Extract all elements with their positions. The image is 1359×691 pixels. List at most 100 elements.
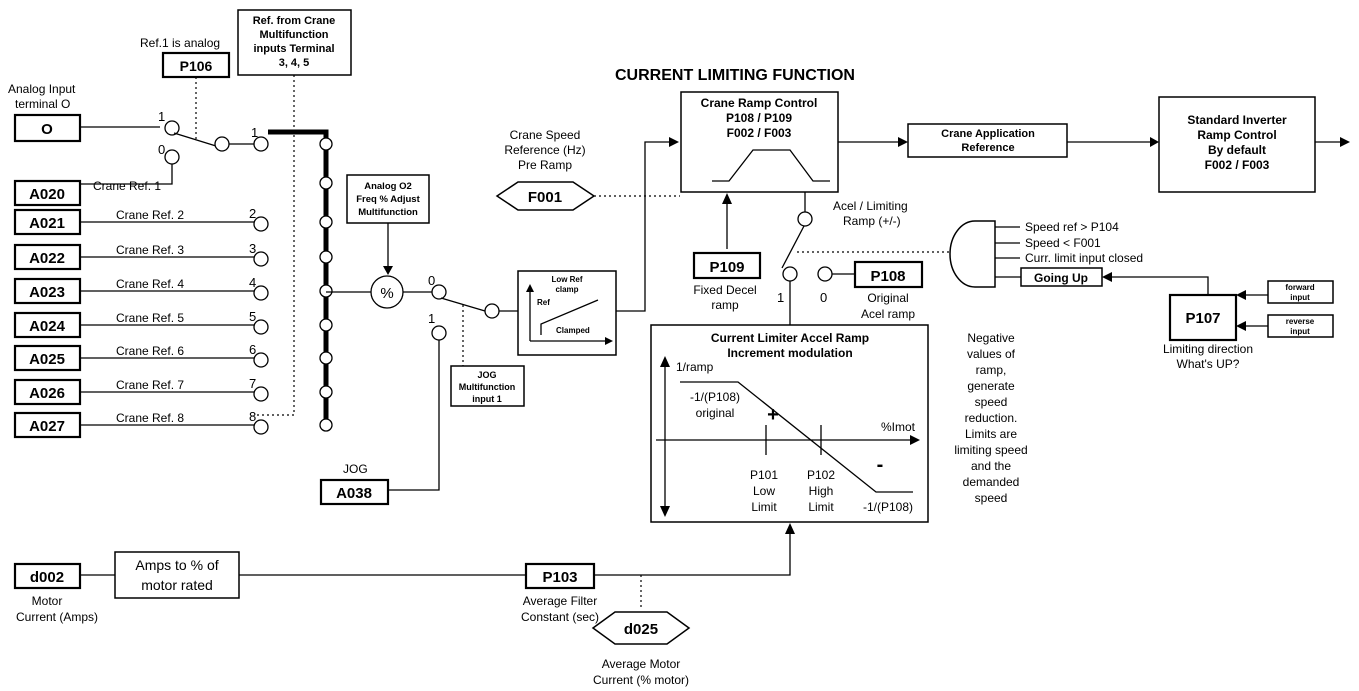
d002-label-1: Motor xyxy=(32,594,63,608)
f001-block: F001 xyxy=(495,181,596,211)
clamp-clamped-label: Clamped xyxy=(556,326,590,335)
switch1-pos0: 0 xyxy=(158,142,165,157)
p107-label-2: What's UP? xyxy=(1177,357,1240,371)
p108-block: P108 xyxy=(853,260,924,289)
p103-label-1: Average Filter xyxy=(523,594,597,608)
crane-speed-line2: Reference (Hz) xyxy=(504,143,585,157)
crane-ref-box-2: A021 xyxy=(29,215,65,232)
p106-note: Ref.1 is analog xyxy=(140,36,220,50)
crane-ref-box-frame xyxy=(13,411,82,439)
limiter-x-axis: %Imot xyxy=(881,420,916,434)
negative-note-line: demanded xyxy=(963,475,1020,489)
crane-ref-num-5: 5 xyxy=(249,309,256,324)
forward-input-block: forward input xyxy=(1267,280,1334,304)
ref-from-crane-line1: Ref. from Crane xyxy=(253,15,336,27)
negative-note-line: Limits are xyxy=(965,427,1017,441)
jog-multi-line2: Multifunction xyxy=(459,382,515,392)
going-up-label: Going Up xyxy=(1034,271,1088,285)
standard-ramp-block: Standard Inverter Ramp Control By defaul… xyxy=(1158,96,1316,193)
selector-bar-node xyxy=(319,284,333,298)
crane-ref-label-4: Crane Ref. 4 xyxy=(116,277,184,291)
negative-note-line: and the xyxy=(971,459,1011,473)
acel-limiting-line2: Ramp (+/-) xyxy=(843,214,901,228)
switch1-node-1 xyxy=(164,120,180,136)
clamp-top-2: clamp xyxy=(555,285,578,294)
jog-switch-node-0 xyxy=(431,284,447,300)
jog-multi-line3: input 1 xyxy=(472,394,502,404)
crane-ref-label-3: Crane Ref. 3 xyxy=(116,243,184,257)
input-o-box: O xyxy=(41,121,53,138)
crane-ramp-line2: P108 / P109 xyxy=(726,111,792,125)
p107-box: P107 xyxy=(1185,310,1220,327)
ramp-switch-lever xyxy=(781,225,805,269)
analog-o2-line1: Analog O2 xyxy=(364,181,412,192)
and-gate xyxy=(949,220,996,288)
switch1-node-0 xyxy=(164,149,180,165)
input-o-block: O xyxy=(13,113,82,143)
jog-switch-output-node xyxy=(484,303,500,319)
ref-from-crane-block: Ref. from Crane Multifunction inputs Ter… xyxy=(237,9,352,76)
negative-note-line: reduction. xyxy=(965,411,1018,425)
jog-switch-lever xyxy=(440,297,486,312)
limiter-title-1: Current Limiter Accel Ramp xyxy=(711,331,869,345)
p107-label-1: Limiting direction xyxy=(1163,342,1253,356)
percent-symbol: % xyxy=(380,285,393,302)
standard-ramp-line1: Standard Inverter xyxy=(1187,113,1287,127)
selector-node-1 xyxy=(253,136,269,152)
and-input-1: Speed ref > P104 xyxy=(1025,220,1119,234)
d025-label-1: Average Motor xyxy=(602,657,681,671)
selector-bar-node xyxy=(319,250,333,264)
crane-ref-num-3: 3 xyxy=(249,241,256,256)
crane-ref-label-8: Crane Ref. 8 xyxy=(116,411,184,425)
switch1-pos1: 1 xyxy=(158,109,165,124)
crane-ref-box-8: A027 xyxy=(29,418,65,435)
crane-ref-label-2: Crane Ref. 2 xyxy=(116,208,184,222)
reverse-input-1: reverse xyxy=(1286,317,1315,326)
crane-ref-label-6: Crane Ref. 6 xyxy=(116,344,184,358)
switch1-lever xyxy=(173,132,217,147)
crane-ref-node xyxy=(253,251,269,267)
negative-note-line: values of xyxy=(967,347,1016,361)
a020-label: Crane Ref. 1 xyxy=(93,179,161,193)
d002-block: d002 xyxy=(13,562,82,590)
ref-from-crane-line2: Multifunction xyxy=(259,29,328,41)
current-limiter-block: Current Limiter Accel Ramp Increment mod… xyxy=(650,324,929,523)
reverse-input-2: input xyxy=(1290,327,1310,336)
d002-box: d002 xyxy=(30,569,64,586)
p109-label-2: ramp xyxy=(711,298,739,312)
crane-ref-node xyxy=(253,216,269,232)
clamp-top-1: Low Ref xyxy=(551,275,582,284)
selector-bar-node xyxy=(319,137,333,151)
standard-ramp-line4: F002 / F003 xyxy=(1205,158,1270,172)
jog-switch-node-1 xyxy=(431,325,447,341)
crane-ref-box-frame xyxy=(13,378,82,406)
crane-ref-box-frame xyxy=(13,243,82,271)
p101-label-2: Low xyxy=(753,484,775,498)
p101-label-1: P101 xyxy=(750,468,778,482)
ref-from-crane-line4: 3, 4, 5 xyxy=(279,57,310,69)
crane-ref-box-3: A022 xyxy=(29,250,65,267)
analog-input-label-2: terminal O xyxy=(15,97,70,111)
crane-ref-node xyxy=(253,419,269,435)
forward-input-1: forward xyxy=(1285,283,1314,292)
analog-input-label: Analog Input xyxy=(8,82,76,96)
d002-label-2: Current (Amps) xyxy=(16,610,98,624)
p108-box: P108 xyxy=(870,268,905,285)
crane-ref-num-6: 6 xyxy=(249,342,256,357)
jog-multi-line1: JOG xyxy=(477,370,496,380)
crane-speed-line3: Pre Ramp xyxy=(518,158,572,172)
going-up-block: Going Up xyxy=(1020,267,1103,287)
negative-note-line: limiting speed xyxy=(954,443,1027,457)
switch1-output-node xyxy=(214,136,230,152)
a038-box: A038 xyxy=(336,485,372,502)
selector-bar-node xyxy=(319,385,333,399)
clamp-ref-label: Ref xyxy=(537,298,550,307)
crane-ref-box-5: A024 xyxy=(29,318,66,335)
crane-ref-box-frame xyxy=(13,311,82,339)
amps-to-pct-block: Amps to % of motor rated xyxy=(114,551,240,599)
p107-block: P107 xyxy=(1168,293,1238,342)
negative-note-line: ramp, xyxy=(976,363,1007,377)
p106-block: P106 xyxy=(161,51,231,79)
